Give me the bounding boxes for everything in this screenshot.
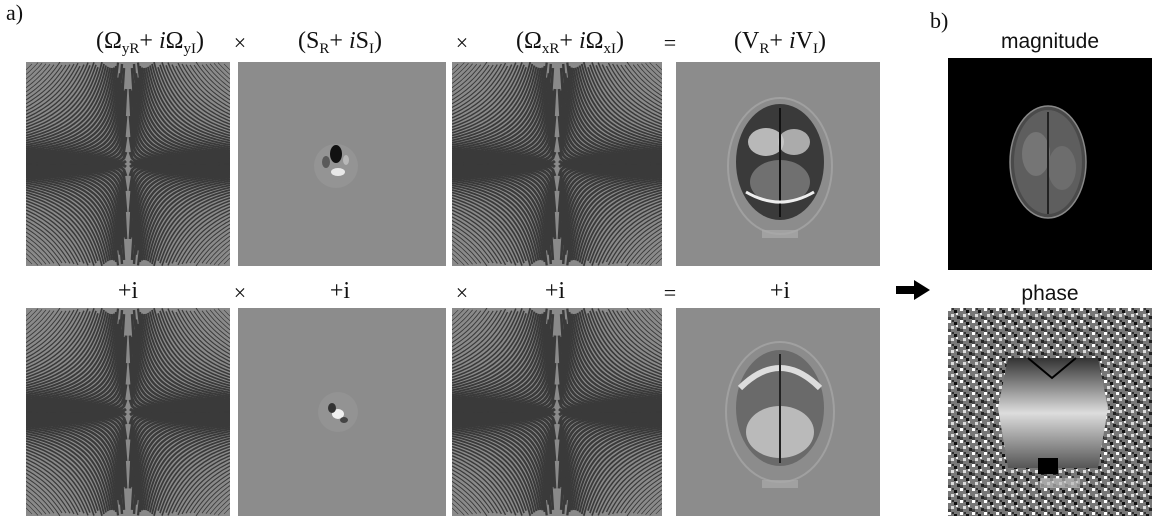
sensitivity-blob — [238, 62, 446, 266]
plus-i-label-4: +i — [769, 278, 791, 304]
times-operator-2: × — [455, 30, 469, 55]
plus-i-label-3: +i — [544, 278, 566, 304]
omega-x-imag-image — [452, 308, 662, 516]
panel-a-letter: a) — [6, 0, 24, 25]
hyperbolic-pattern — [26, 308, 230, 516]
hyperbolic-pattern — [452, 308, 662, 516]
right-arrow-icon — [896, 280, 930, 300]
v-imag-image — [676, 308, 880, 516]
label-omega-x: (ΩxR+ iΩxI) — [516, 28, 624, 57]
brain-magnitude — [948, 58, 1152, 270]
brain-real — [676, 62, 880, 266]
times-operator-row2-2: × — [455, 280, 469, 305]
sensitivity-blob-imag — [238, 308, 446, 516]
brain-imag — [676, 308, 880, 516]
times-operator-1: × — [233, 30, 247, 55]
plus-i-label-2: +i — [329, 278, 351, 304]
equals-operator: = — [663, 30, 677, 55]
omega-y-imag-image — [26, 308, 230, 516]
equals-operator-row2: = — [663, 280, 677, 305]
hyperbolic-pattern — [26, 62, 230, 266]
label-omega-y: (ΩyR+ iΩyI) — [96, 28, 204, 57]
omega-y-real-image — [26, 62, 230, 266]
phase-image — [948, 308, 1152, 516]
brain-phase — [948, 308, 1152, 516]
phase-label: phase — [1021, 282, 1079, 305]
times-operator-row2-1: × — [233, 280, 247, 305]
s-real-image — [238, 62, 446, 266]
plus-i-label-1: +i — [117, 278, 139, 304]
s-imag-image — [238, 308, 446, 516]
panel-b-letter: b) — [930, 8, 949, 33]
v-real-image — [676, 62, 880, 266]
magnitude-label: magnitude — [1000, 30, 1100, 53]
label-s: (SR+ iSI) — [298, 28, 382, 57]
omega-x-real-image — [452, 62, 662, 266]
hyperbolic-pattern — [452, 62, 662, 266]
magnitude-image — [948, 58, 1152, 270]
label-v: (VR+ iVI) — [734, 28, 826, 57]
